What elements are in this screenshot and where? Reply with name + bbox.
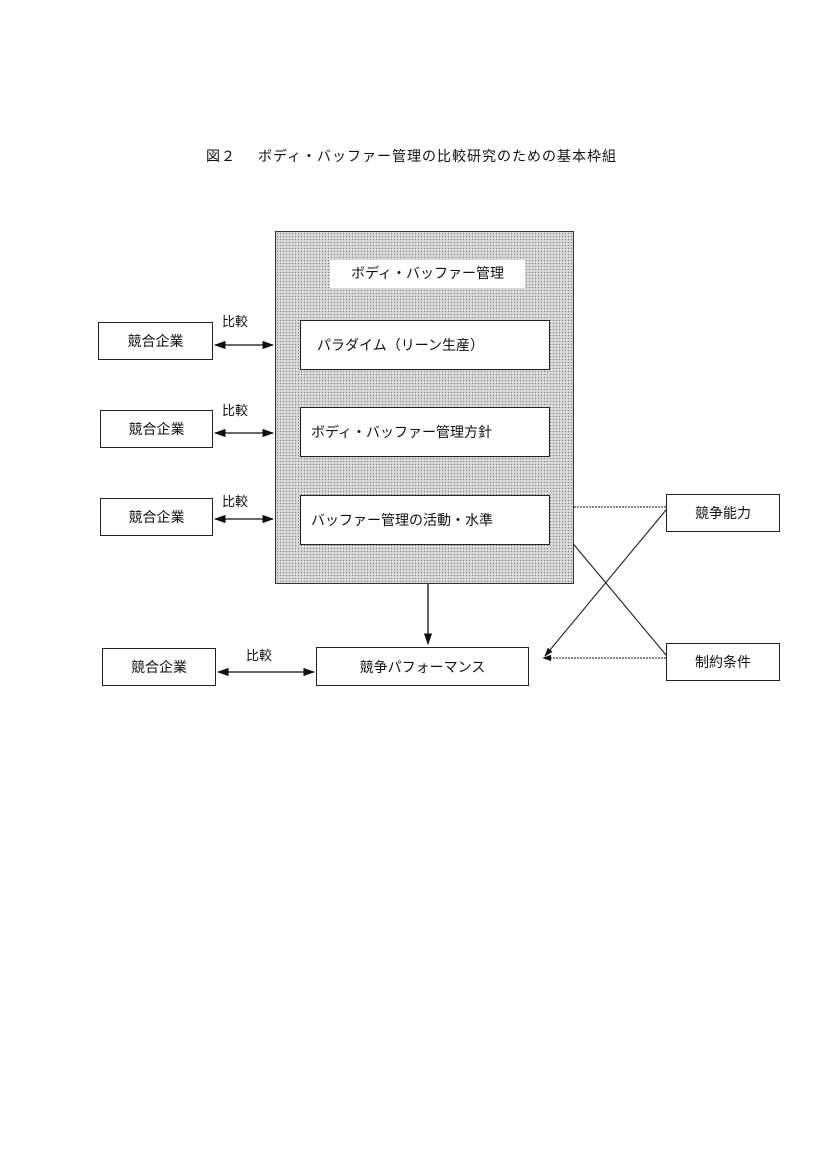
performance-box: 競争パフォーマンス: [316, 647, 529, 686]
constraints-box: 制約条件: [666, 643, 780, 681]
performance-label: 競争パフォーマンス: [359, 659, 486, 676]
paradigm-label: パラダイム（リーン生産）: [317, 338, 485, 354]
competitor-box-1: 競合企業: [98, 322, 213, 360]
comparison-label-1: 比較: [222, 315, 249, 330]
activities-label: バッファー管理の活動・水準: [311, 513, 493, 529]
competitor-label: 競合企業: [128, 422, 185, 438]
comparison-label-4: 比較: [246, 649, 273, 664]
framework-label: ボディ・バッファー管理: [330, 260, 525, 288]
paradigm-box: パラダイム（リーン生産）: [300, 320, 550, 370]
competitor-box-2: 競合企業: [100, 410, 213, 448]
policy-label: ボディ・バッファー管理方針: [311, 425, 493, 441]
comparison-label-3: 比較: [222, 495, 249, 510]
competitor-box-3: 競合企業: [100, 498, 213, 536]
constraints-label: 制約条件: [695, 655, 751, 671]
competitor-label: 競合企業: [127, 334, 184, 350]
figure-title: 図２ ボディ・バッファー管理の比較研究のための基本枠組: [206, 146, 617, 166]
policy-box: ボディ・バッファー管理方針: [300, 407, 550, 457]
figure-caption: ボディ・バッファー管理の比較研究のための基本枠組: [258, 149, 618, 165]
capability-label: 競争能力: [695, 506, 751, 522]
competitor-label: 競合企業: [128, 510, 185, 526]
figure-number: 図２: [206, 149, 236, 165]
activities-box: バッファー管理の活動・水準: [300, 495, 550, 545]
competitor-box-4: 競合企業: [102, 648, 216, 686]
competitor-label: 競合企業: [131, 660, 187, 676]
comparison-label-2: 比較: [222, 404, 249, 419]
capability-box: 競争能力: [666, 494, 780, 532]
